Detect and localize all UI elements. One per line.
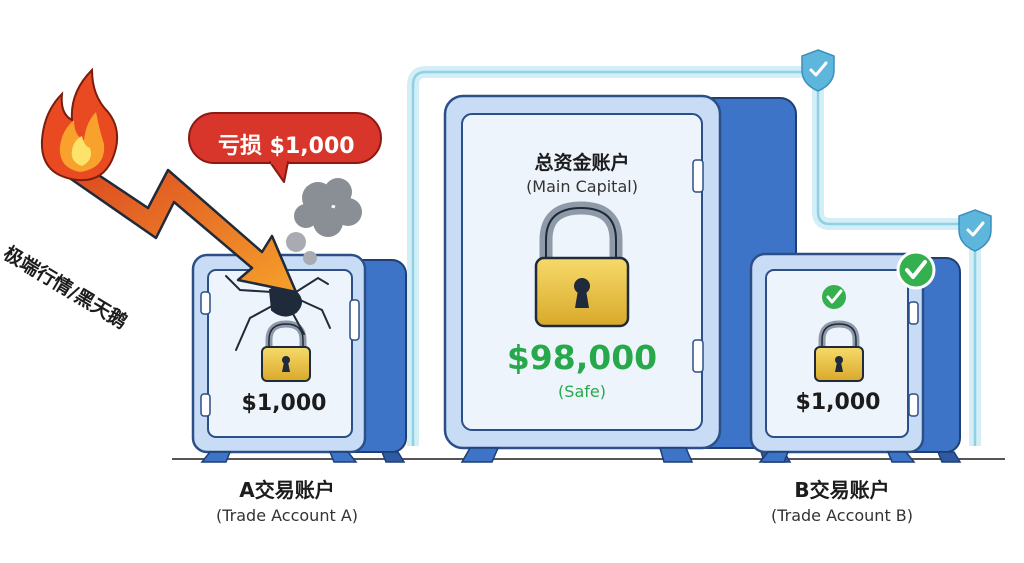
check-circle-icon — [822, 285, 846, 309]
account-b-title: B交易账户 — [794, 478, 890, 502]
vault-a-legs — [200, 451, 406, 463]
vault-b-legs — [758, 451, 962, 463]
account-b-amount: $1,000 — [795, 390, 881, 415]
main-account-amount: $98,000 — [506, 338, 658, 377]
padlock-icon — [261, 320, 311, 382]
padlock-icon — [534, 201, 630, 328]
main-account-title: 总资金账户 — [534, 152, 630, 174]
smoke-icon — [286, 178, 362, 265]
account-a-title: A交易账户 — [239, 478, 335, 502]
shield-check-icon — [958, 209, 992, 252]
check-circle-icon — [896, 250, 936, 290]
account-a-subtitle: (Trade Account A) — [215, 506, 359, 525]
shield-check-icon — [801, 49, 835, 92]
padlock-icon — [814, 320, 864, 382]
fire-icon — [40, 67, 119, 182]
main-account-subtitle: (Main Capital) — [526, 177, 638, 196]
account-a-amount: $1,000 — [241, 391, 327, 416]
loss-label: 亏损 $1,000 — [218, 134, 355, 159]
protection-outline — [407, 66, 981, 446]
account-b-subtitle: (Trade Account B) — [770, 506, 914, 525]
loss-bubble — [188, 112, 382, 183]
main-account-status: (Safe) — [558, 382, 606, 401]
